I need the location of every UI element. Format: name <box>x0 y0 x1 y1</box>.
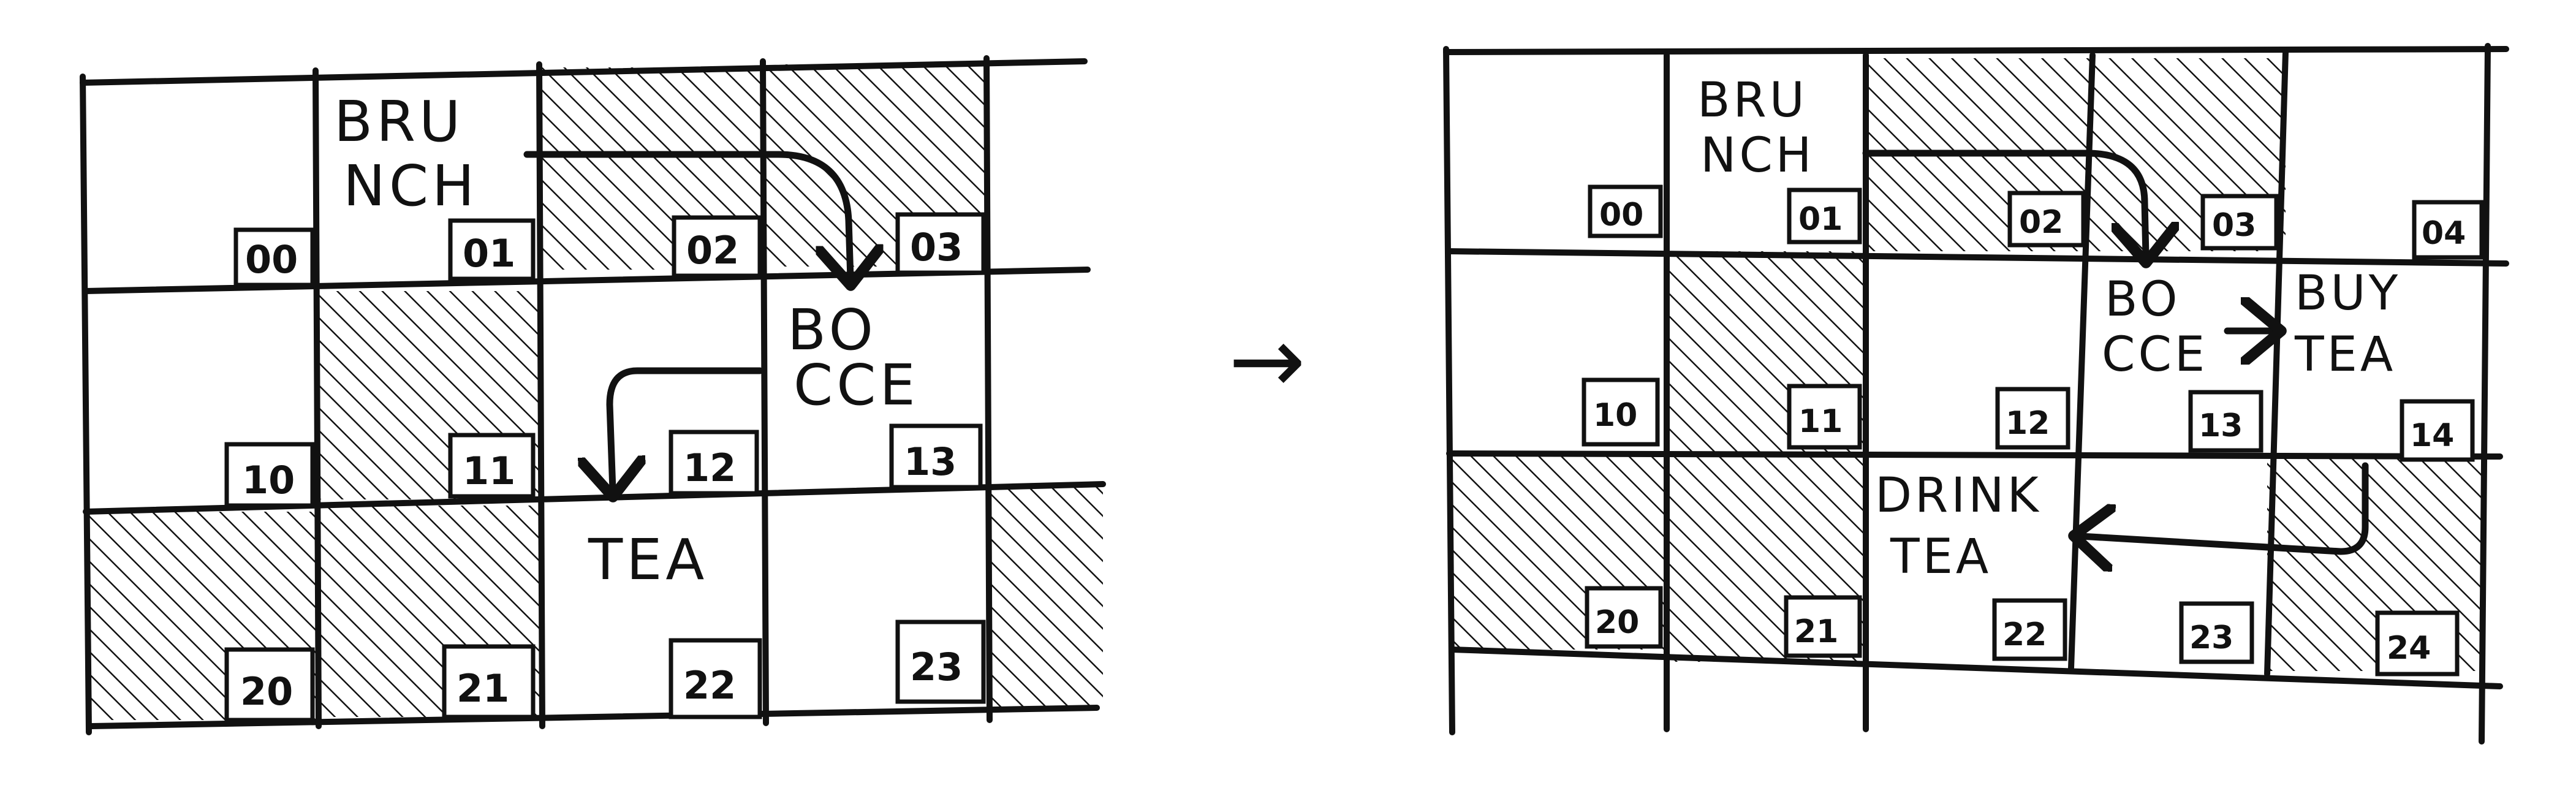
transition-arrow: → <box>1229 308 1306 414</box>
left-bocce-line1: BO <box>787 297 877 363</box>
right-num-24: 24 <box>2387 630 2431 667</box>
left-grid: BRU NCH BO CCE TEA 00 01 02 03 10 11 12 … <box>80 55 1106 735</box>
right-num-10: 10 <box>1593 397 1637 434</box>
right-num-22: 22 <box>2002 616 2047 653</box>
right-num-14: 14 <box>2410 417 2454 454</box>
right-num-20: 20 <box>1595 604 1639 641</box>
right-drink-line2: TEA <box>1890 529 1991 585</box>
right-num-03: 03 <box>2212 207 2256 244</box>
right-grid-lines <box>1443 43 2509 745</box>
left-brunch-line1: BRU <box>334 89 464 154</box>
right-buy-line2: TEA <box>2294 327 2396 382</box>
right-num-02: 02 <box>2019 204 2063 241</box>
right-brunch-line2: NCH <box>1700 128 1814 183</box>
left-num-23: 23 <box>910 645 963 689</box>
left-num-10: 10 <box>242 458 295 502</box>
right-bocce-line1: BO <box>2105 272 2181 327</box>
left-bocce-line2: CCE <box>794 352 919 418</box>
left-cell-numbers: 00 01 02 03 10 11 12 13 20 21 22 23 <box>224 212 986 722</box>
right-num-11: 11 <box>1798 403 1843 440</box>
left-num-12: 12 <box>683 445 736 490</box>
left-shaded-cells <box>86 64 1103 720</box>
right-num-21: 21 <box>1794 613 1838 650</box>
left-num-00: 00 <box>245 237 298 282</box>
right-num-23: 23 <box>2189 620 2233 656</box>
right-num-00: 00 <box>1599 197 1643 233</box>
left-num-03: 03 <box>910 225 963 270</box>
left-tea-label: TEA <box>588 527 708 593</box>
left-num-21: 21 <box>456 666 509 711</box>
right-num-13: 13 <box>2199 407 2243 444</box>
left-arrow-bocce-to-tea <box>610 367 763 490</box>
left-num-13: 13 <box>904 439 957 484</box>
right-brunch-line1: BRU <box>1697 73 1808 128</box>
right-num-01: 01 <box>1798 201 1843 238</box>
left-num-01: 01 <box>463 231 515 276</box>
right-cell-numbers: 00 01 02 03 04 10 11 12 13 14 20 21 22 <box>1582 184 2484 677</box>
right-bocce-line2: CCE <box>2102 327 2208 382</box>
right-num-04: 04 <box>2422 215 2466 252</box>
left-arrow-brunch-to-bocce <box>523 151 850 279</box>
left-cell-24-partial-shade <box>987 484 1103 711</box>
right-arrow-brunch-to-bocce <box>1862 150 2146 256</box>
right-buy-line1: BUY <box>2295 266 2401 321</box>
left-num-02: 02 <box>686 228 739 273</box>
right-grid: BRU NCH BO CCE BUY TEA DRINK TEA 00 01 0… <box>1443 43 2509 745</box>
right-arrow-buy-to-drink <box>2080 462 2369 552</box>
left-num-11: 11 <box>463 449 515 493</box>
left-num-22: 22 <box>683 663 736 708</box>
right-drink-line1: DRINK <box>1875 468 2042 523</box>
right-num-12: 12 <box>2006 405 2050 442</box>
left-brunch-line2: NCH <box>343 153 478 219</box>
left-num-20: 20 <box>240 669 293 714</box>
